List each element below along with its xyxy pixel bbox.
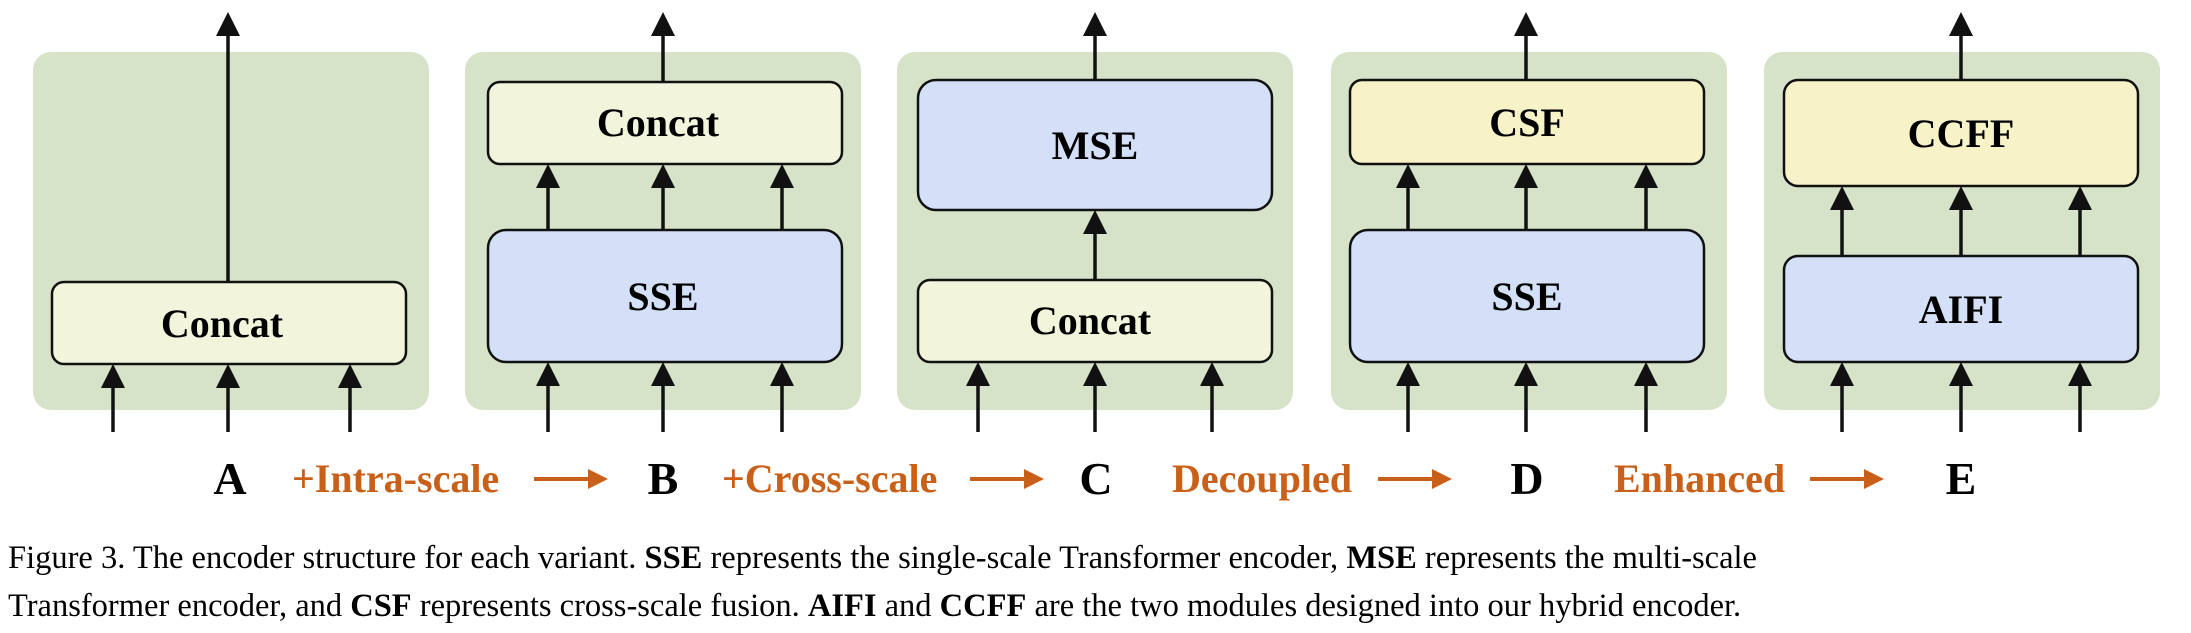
panel-a-concat-block — [50, 280, 408, 366]
panel-a-concat-label: Concat — [161, 301, 284, 346]
panel-d-csf-block — [1348, 78, 1706, 166]
figure-caption: Figure 3. The encoder structure for each… — [8, 534, 2186, 630]
panel-e: CCFF AIFI — [1764, 12, 2160, 432]
caption-line-2: Transformer encoder, and CSF represents … — [8, 588, 1742, 624]
variant-label-e: E — [1946, 453, 1977, 504]
panel-e-aifi-label: AIFI — [1919, 287, 2003, 332]
panel-b-output-arrowhead — [651, 12, 675, 36]
panel-d-csf-label: CSF — [1489, 100, 1565, 145]
transition-d-to-e: Enhanced — [1614, 456, 1884, 501]
caption-line-1: Figure 3. The encoder structure for each… — [8, 540, 1757, 576]
panel-e-ccff-label: CCFF — [1908, 111, 2015, 156]
variant-label-d: D — [1510, 453, 1543, 504]
panel-d-sse-block — [1348, 228, 1706, 364]
panel-a: Concat — [33, 12, 429, 432]
transition-intra-scale-label: +Intra-scale — [292, 456, 499, 501]
transition-c-to-d: Decoupled — [1172, 456, 1452, 501]
panel-c-input-arrows — [966, 362, 1224, 432]
panel-d-input-arrows — [1396, 362, 1658, 432]
panel-d-output-arrowhead — [1514, 12, 1538, 36]
panel-b-middle-arrows — [536, 164, 794, 230]
panel-e-output-arrowhead — [1949, 12, 1973, 36]
panel-d-sse-label: SSE — [1491, 274, 1562, 319]
panel-c-output-arrowhead — [1083, 12, 1107, 36]
encoder-variants-diagram: Concat Concat SSE MSE — [33, 12, 2160, 504]
panel-e-input-arrows — [1830, 362, 2092, 432]
transition-enhanced-label: Enhanced — [1614, 456, 1785, 501]
panel-a-input-arrows — [101, 364, 362, 432]
variant-label-b: B — [648, 453, 679, 504]
panel-b: Concat SSE — [465, 12, 861, 432]
panel-b-sse-label: SSE — [627, 274, 698, 319]
panel-b-concat-block — [486, 80, 844, 166]
panel-a-output-arrowhead — [216, 12, 240, 36]
panel-e-middle-arrows — [1830, 186, 2092, 256]
panel-b-sse-block — [486, 228, 844, 364]
panel-b-concat-label: Concat — [597, 100, 720, 145]
transition-b-to-c: +Cross-scale — [722, 456, 1044, 501]
panel-c: MSE Concat — [897, 12, 1293, 432]
variant-label-a: A — [213, 453, 246, 504]
transition-cross-scale-label: +Cross-scale — [722, 456, 937, 501]
panel-d-middle-arrows — [1396, 164, 1658, 230]
panel-c-concat-label: Concat — [1029, 298, 1152, 343]
transition-a-to-b: +Intra-scale — [292, 456, 608, 501]
transition-decoupled-label: Decoupled — [1172, 456, 1352, 501]
panel-c-mse-label: MSE — [1052, 123, 1139, 168]
panel-d: CSF SSE — [1331, 12, 1727, 432]
variant-label-c: C — [1079, 453, 1112, 504]
panel-b-input-arrows — [536, 362, 794, 432]
